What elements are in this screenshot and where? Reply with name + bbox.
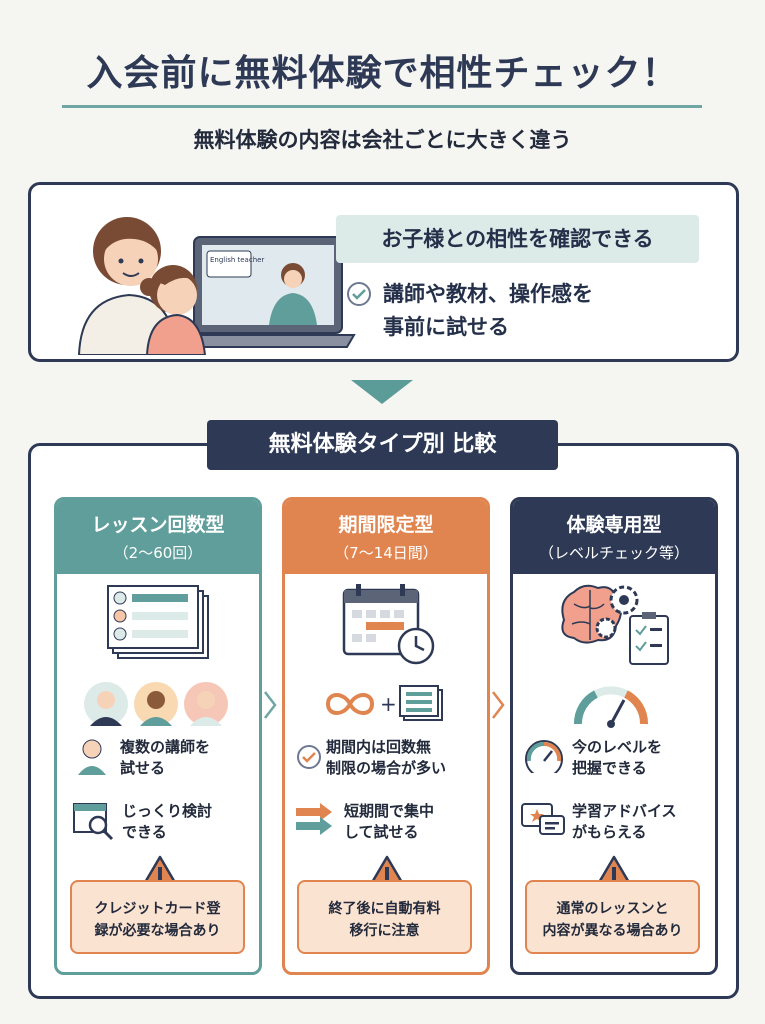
column-title: レッスン回数型 — [91, 514, 225, 536]
column-header: 期間限定型 （7〜14日間） — [285, 500, 487, 574]
clock-check-icon — [297, 745, 321, 769]
numbered-list-stack-icon — [107, 585, 209, 659]
comparison-title: 無料体験タイプ別 比較 — [207, 420, 558, 470]
page-subtitle: 無料体験の内容は会社ごとに大きく違う — [193, 128, 572, 152]
check-circle-icon — [347, 282, 371, 306]
column-subtitle: （レベルチェック等） — [538, 544, 689, 562]
calendar-clock-icon — [342, 584, 435, 665]
column-header: 体験専用型 （レベルチェック等） — [513, 500, 715, 574]
feature-text: 複数の講師を試せる — [120, 738, 211, 777]
gauge-icon — [573, 686, 649, 728]
chevron-right-icon — [264, 691, 277, 719]
chevron-right-icon — [492, 691, 505, 719]
warning-note: 通常のレッスンと内容が異なる場合あり — [525, 880, 700, 954]
calendar-search-icon — [73, 803, 114, 841]
parent-child-laptop-illustration: English teacher — [77, 217, 356, 355]
feature-text: 短期間で集中して試せる — [344, 802, 435, 841]
svg-text:English teacher: English teacher — [210, 256, 264, 264]
column-header: レッスン回数型 （2〜60回） — [57, 500, 259, 574]
feature-text: じっくり検討できる — [122, 802, 213, 841]
warning-note: クレジットカード登録が必要な場合あり — [70, 880, 245, 954]
column-title: 期間限定型 — [338, 514, 434, 536]
brain-gear-checklist-icon — [561, 584, 669, 665]
feature-text: 期間内は回数無制限の場合が多い — [326, 738, 447, 777]
advice-chat-icon — [521, 803, 565, 835]
svg-text:+: + — [380, 692, 397, 716]
down-arrow-icon — [351, 380, 413, 404]
compatibility-heading: お子様との相性を確認できる — [336, 215, 699, 263]
compatibility-text-line1: 講師や教材、操作感を — [383, 282, 593, 306]
warning-note: 終了後に自動有料移行に注意 — [297, 880, 472, 954]
column-title: 体験専用型 — [566, 514, 662, 536]
teacher-avatars-icon — [84, 682, 228, 726]
feature-text: 今のレベルを把握できる — [572, 738, 663, 777]
title-divider — [62, 105, 702, 108]
double-arrow-icon — [296, 803, 332, 835]
gauge-icon — [525, 740, 563, 773]
column-subtitle: （2〜60回） — [113, 544, 203, 562]
compatibility-text-line2: 事前に試せる — [383, 315, 509, 339]
page-title: 入会前に無料体験で相性チェック！ — [86, 53, 679, 94]
feature-text: 学習アドバイスがもらえる — [572, 802, 677, 841]
infinity-plus-list-icon: + — [325, 685, 443, 721]
teacher-icon — [78, 739, 106, 775]
column-subtitle: （7〜14日間） — [334, 544, 438, 562]
compatibility-card: English teacher お子様との相性を確認できる 講師や教材、操作感を… — [28, 182, 739, 362]
